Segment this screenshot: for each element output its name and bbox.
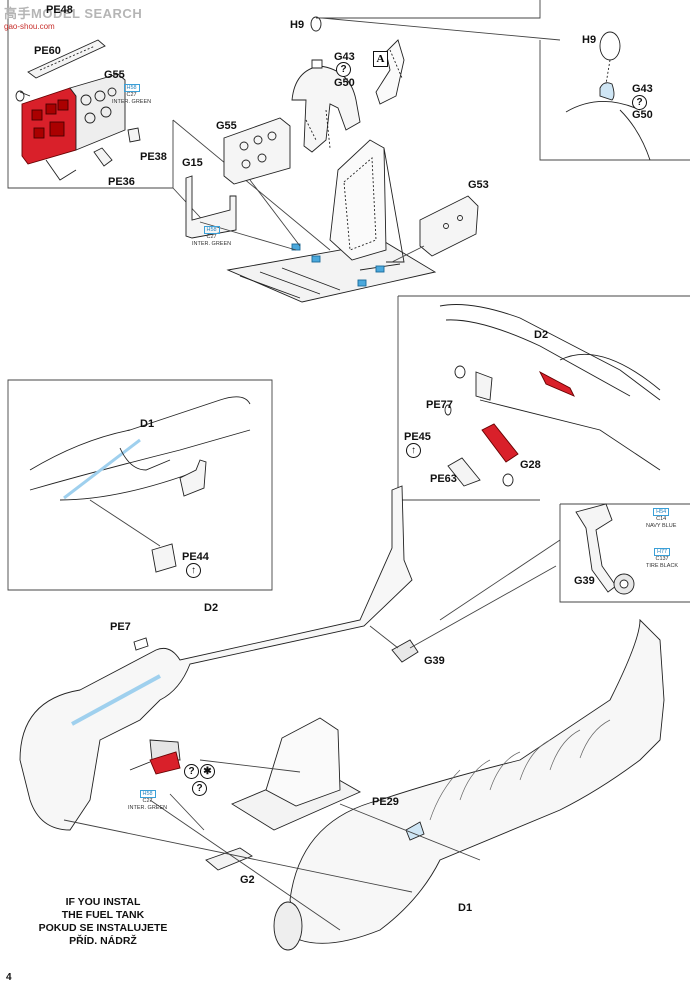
photo-etch-icon: ✱ [200,764,215,779]
part-label-h9-main: H9 [290,19,305,31]
cockpit-floor [185,117,479,303]
paint-code: H58 [123,84,140,93]
part-label-pe38: PE38 [140,151,167,163]
part-label-g28: G28 [520,459,541,471]
optional-question-icon: ? [192,781,207,796]
paint-callout-inter-green: H58 C27 INTER. GREEN [112,84,151,105]
part-label-g50-main: G50 [334,77,355,89]
part-label-g43-inset: G43 [632,83,653,95]
note-line: PŘÍD. NÁDRŽ [69,935,137,948]
paint-mix: C14 [656,516,667,523]
paint-mix: C27 [126,92,137,99]
tailwheel-inset [559,503,690,603]
part-label-d2-inset: D2 [534,329,549,341]
step-box-a: A [373,51,388,67]
part-label-g39-inset: G39 [574,575,595,587]
paint-callout-navy-blue: H54 C14 NAVY BLUE [646,508,676,529]
watermark-logo: 高手MODEL SEARCH [4,6,143,21]
paint-name: NAVY BLUE [646,522,677,529]
attach-arrow-icon: ↑ [186,563,201,578]
part-label-pe-cut: PE48 [46,4,73,16]
part-label-pe45: PE45 [404,431,431,443]
paint-name: INTER. GREEN [112,98,152,105]
paint-callout-inter-green: H58 C27 INTER. GREEN [128,790,167,811]
paint-code: H58 [203,226,220,235]
part-label-pe63: PE63 [430,473,457,485]
part-label-g2: G2 [240,874,255,886]
part-label-g50-inset: G50 [632,109,653,121]
main-fuselage [19,485,665,951]
part-label-d1-inset: D1 [140,418,155,430]
part-label-h9-inset: H9 [582,34,597,46]
part-label-g55-top: G55 [104,69,125,81]
part-label-g39-main: G39 [424,655,445,667]
paint-mix: C27 [142,798,153,805]
paint-code: H54 [653,508,670,517]
part-label-g55-mid: G55 [216,120,237,132]
part-label-g43-main: G43 [334,51,355,63]
part-label-g15: G15 [182,157,203,169]
paint-name: TIRE BLACK [646,562,679,569]
part-label-d2-main: D2 [204,602,219,614]
paint-code: H58 [139,790,156,799]
optional-question-icon: ? [184,764,199,779]
gunsight-inset [539,31,690,161]
paint-callout-tire-black: H77 C137 TIRE BLACK [646,548,678,569]
paint-mix: C137 [655,556,669,563]
part-label-pe36: PE36 [108,176,135,188]
paint-name: INTER. GREEN [192,240,232,247]
watermark-url: gao-shou.com [4,22,55,31]
note-line: POKUD SE INSTALUJETE [38,922,168,935]
part-label-pe44: PE44 [182,551,209,563]
part-label-pe7: PE7 [110,621,131,633]
paint-code: H77 [654,548,671,557]
fuselage-right-inset [397,295,690,501]
optional-question-icon: ? [336,62,351,77]
part-label-pe29: PE29 [372,796,399,808]
attach-arrow-icon: ↑ [406,443,421,458]
part-label-d1-main: D1 [458,902,473,914]
fuel-tank-note: IF YOU INSTAL THE FUEL TANK POKUD SE INS… [28,896,178,949]
page-number: 4 [6,972,12,983]
headrest-assembly [291,0,561,153]
paint-callout-inter-green: H58 C27 INTER. GREEN [192,226,231,247]
part-label-pe77: PE77 [426,399,453,411]
instrument-panel-inset [7,0,331,251]
part-label-pe60: PE60 [34,45,61,57]
paint-mix: C27 [206,234,217,241]
optional-question-icon: ? [632,95,647,110]
part-label-g53: G53 [468,179,489,191]
fuselage-left-inset [7,379,273,591]
note-line: THE FUEL TANK [61,909,145,922]
paint-name: INTER. GREEN [128,804,168,811]
note-line: IF YOU INSTAL [65,896,141,908]
